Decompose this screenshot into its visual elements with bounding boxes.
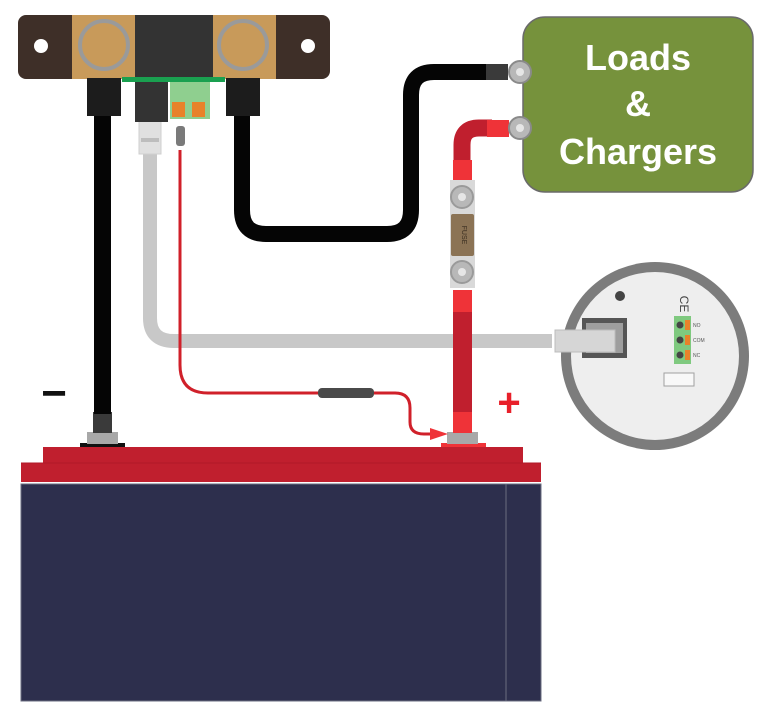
shunt-bolt-left [78,19,130,71]
ce-mark: CE [677,296,691,313]
positive-cable-lower-sleeve [453,290,472,312]
negative-battery-cable [94,110,111,414]
battery-lid-lower [21,463,541,482]
monitor-button [615,291,625,301]
positive-post [447,432,478,444]
sense-wire [178,150,320,395]
loads-box-body [522,16,754,193]
monitor-face [571,272,739,440]
data-cable-plug [554,329,616,353]
negative-post-base [80,443,125,447]
fuse-bolt-bottom-hole [458,268,466,276]
negative-sign: − [41,369,67,418]
positive-cable-lower [453,310,472,412]
shunt-rj12-port [135,82,168,122]
relay-label-nc: NC [693,353,701,359]
sense-wire-inline-fuse [318,388,374,398]
sense-wire-ferrule [176,126,185,146]
battery-body-right [505,483,542,702]
loads-negative-stud-hole [516,68,524,76]
positive-main-cable [453,119,509,412]
negative-terminal [80,412,125,447]
relay-screw-com [676,336,684,344]
data-cable-connector-band [141,138,159,142]
positive-post-base [441,443,486,447]
battery [20,447,541,702]
fuse-body [451,214,474,256]
data-cable-connector [138,117,162,155]
shunt-mount-hole-right [301,39,315,53]
shunt-lug-left [87,78,121,116]
positive-cable-upper-sleeve-h [487,120,509,137]
fuse-bolt-top-hole [458,193,466,201]
loads-negative-cable [234,64,490,242]
positive-lug [453,412,472,433]
battery-body [20,483,507,702]
loads-negative-stud [508,60,532,84]
shunt-lug-right [226,78,260,116]
relay-label-no: NO [693,323,701,329]
fuse: FUSE [450,180,475,288]
loads-positive-stud-hole [516,124,524,132]
sense-wire-to-post [370,391,440,436]
battery-monitor: CE NO COM NC [554,256,755,456]
relay-clamp-nc [685,350,690,360]
negative-post [87,432,118,444]
positive-cable-upper-sleeve-v [453,160,472,182]
shunt [18,15,330,122]
fuse-label: FUSE [460,226,467,245]
shunt-terminal-2 [192,102,205,117]
relay-clamp-com [685,335,690,345]
positive-cable-upper [453,119,492,168]
relay-screw-nc [676,351,684,359]
shunt-element [135,15,213,79]
data-cable [143,150,552,348]
relay-label-com: COM [693,338,705,344]
relay-screw-no [676,321,684,329]
battery-lid-upper [43,447,523,464]
sense-wire-ring-terminal [430,428,448,440]
positive-sign: + [497,381,520,425]
loads-negative-lug-sleeve [486,64,508,80]
shunt-mount-hole-left [34,39,48,53]
monitor-usb-port [663,372,695,387]
shunt-bolt-right [217,19,269,71]
loads-label-line-2: & [625,83,651,124]
loads-label-line-3: Chargers [559,131,717,172]
shunt-pcb-strip [122,77,225,82]
shunt-terminal-1 [172,102,185,117]
positive-terminal [441,412,486,447]
loads-label-line-1: Loads [585,37,691,78]
relay-clamp-no [685,320,690,330]
loads-chargers-box: Loads & Chargers [508,16,754,193]
negative-lug [93,412,112,433]
loads-positive-stud [508,116,532,140]
